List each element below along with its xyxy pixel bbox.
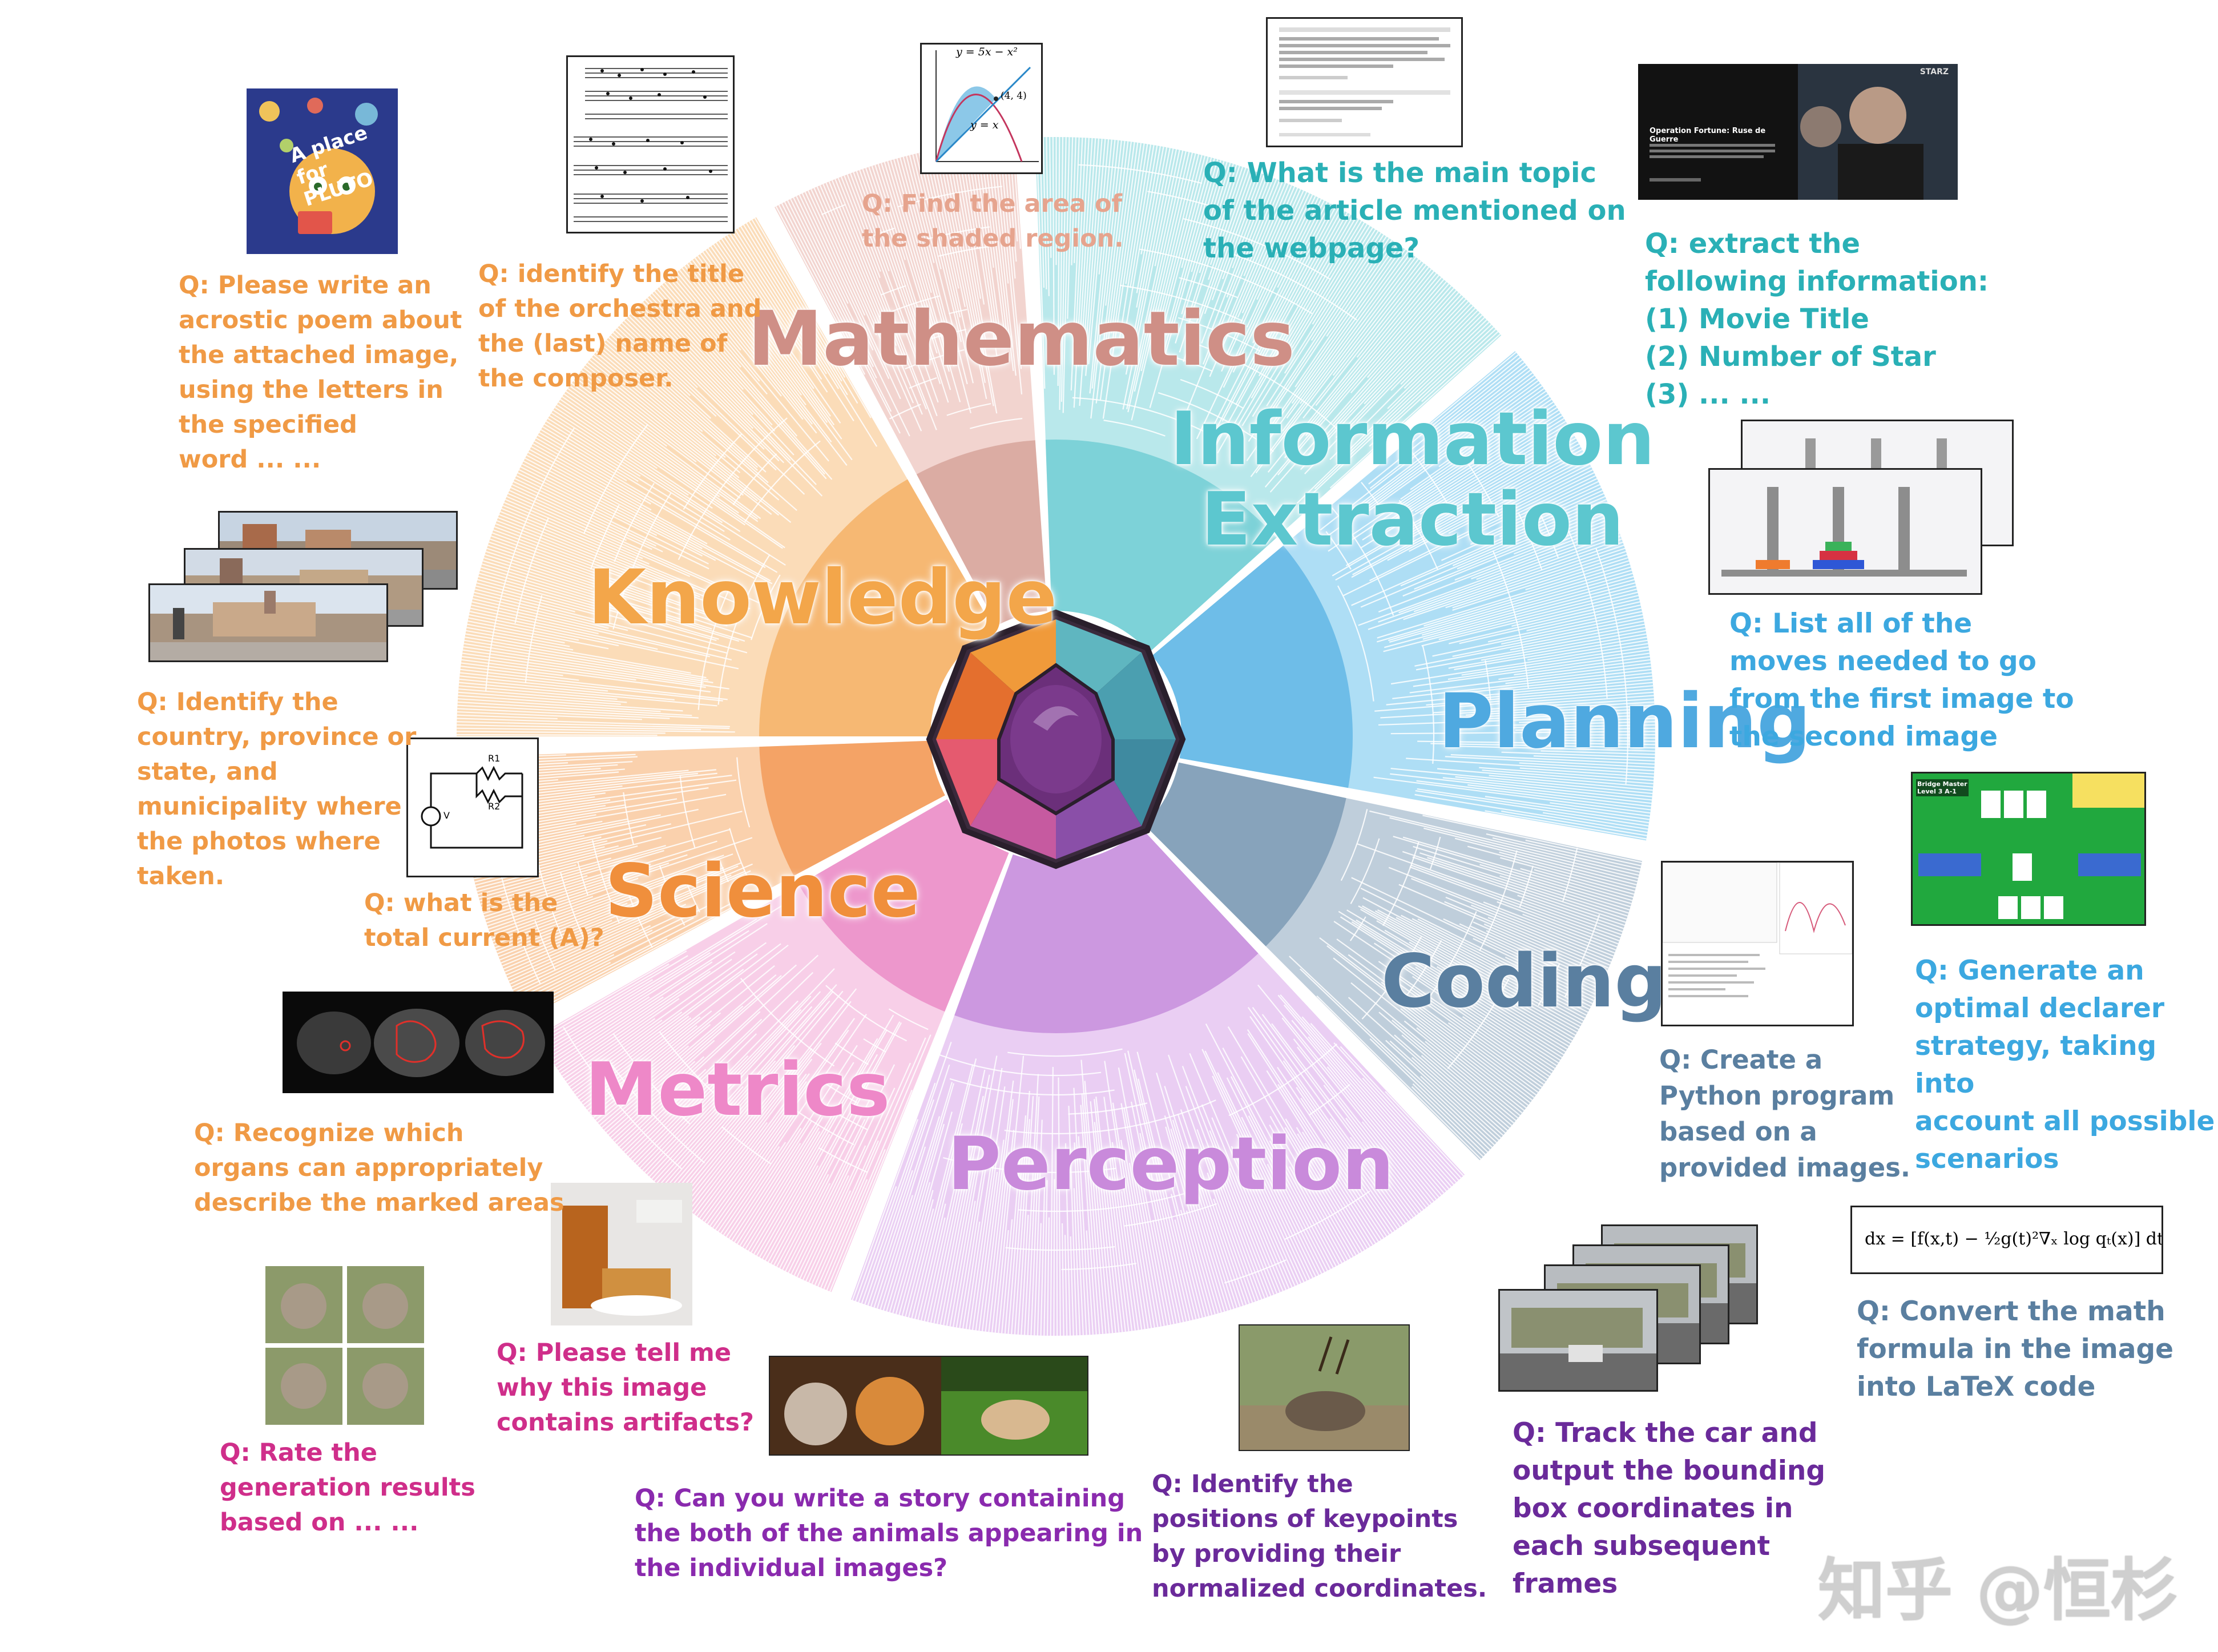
question-python: Q: Create a Python program based on a pr… [1659,1045,1910,1183]
webpage-article-image [1266,17,1463,147]
question-rate: Q: Rate the generation results based on … [220,1439,475,1537]
category-knowledge: Knowledge [588,554,1058,642]
question-track: Q: Track the car and output the bounding… [1513,1417,1826,1599]
bridge-game-image: Bridge Master Level 3 A-1 [1911,772,2146,926]
category-coding: Coding [1381,939,1667,1024]
math-graph-image: y = 5x − x² y = x (4, 4) [920,43,1043,174]
wheel-sector-planning [1152,351,1655,841]
medical-scan-image [283,992,554,1093]
question-keypoints: Q: Identify the positions of keypoints b… [1152,1470,1487,1603]
question-topic: Q: What is the main topic of the article… [1203,157,1626,264]
gem-icon [926,609,1186,869]
category-information-extraction: Information Extraction [1170,397,1655,562]
question-organs: Q: Recognize which organs can appropriat… [194,1119,564,1217]
dessert-photo-image [551,1183,692,1325]
question-story: Q: Can you write a story containing the … [635,1484,1143,1582]
question-movie: Q: extract the following information: (1… [1645,228,1989,410]
bridge-label: Bridge Master Level 3 A-1 [1916,779,1969,796]
wheel-sector-knowledge [457,217,993,736]
category-science: Science [605,849,921,934]
circuit-label-r2: R2 [488,801,501,812]
wheel-sector-perception [850,828,1465,1336]
math-equation-2: y = x [970,119,999,131]
category-planning: Planning [1438,678,1811,765]
category-perception: Perception [947,1122,1394,1207]
sheet-music-image [566,55,735,233]
question-moves: Q: List all of the moves needed to go fr… [1729,608,2074,752]
wheel-sector-coding [1144,762,1643,1161]
wheel-sector-information-extraction [1035,136,1502,652]
question-latex: Q: Convert the math formula in the image… [1857,1296,2173,1403]
animals-photo-image [769,1356,1088,1456]
movie-webpage-image: Operation Fortune: Ruse de Guerre STARZ [1638,64,1958,200]
car-frame-1 [1498,1289,1658,1392]
question-area: Q: Find the area of the shaded region. [862,190,1124,253]
circuit-diagram-image: R1 R2 V [406,738,539,877]
question-geo: Q: Identify the country, province or sta… [137,688,417,891]
movie-title: Operation Fortune: Ruse de Guerre [1650,127,1766,144]
watermark: 知乎 @恒杉 [1818,1551,2179,1630]
question-artifacts: Q: Please tell me why this image contain… [497,1339,754,1437]
question-declarer: Q: Generate an optimal declarer strategy… [1915,955,2215,1175]
latex-formula-text: dx = [f(x,t) − ½g(t)²∇ₓ log qₜ(x)] dt. [1865,1229,2163,1249]
movie-brand: STARZ [1919,67,1949,76]
wheel-sector-metrics [537,799,1009,1292]
wheel-sector-science [457,740,945,1018]
code-screenshot-image [1661,861,1854,1026]
circuit-label-r1: R1 [488,753,501,764]
antelope-photo-image [1239,1324,1410,1451]
hanoi-start-image [1708,468,1982,595]
category-mathematics: Mathematics [748,295,1295,383]
book-cover-image: A place for PLUTO [247,88,398,254]
math-point: (4, 4) [1001,90,1027,102]
latex-formula-image: dx = [f(x,t) − ½g(t)²∇ₓ log qₜ(x)] dt. [1850,1206,2163,1274]
cat-grid-image [265,1266,424,1425]
question-current: Q: what is the total current (A)? [364,889,604,952]
wheel-sector-mathematics [775,138,1047,626]
category-metrics: Metrics [585,1047,890,1133]
question-acrostic: Q: Please write an acrostic poem about t… [179,271,462,474]
question-orchestra: Q: identify the title of the orchestra a… [478,260,762,393]
circuit-label-v: V [443,810,450,821]
math-equation-1: y = 5x − x² [956,46,1018,58]
street-photo-1 [148,583,388,662]
